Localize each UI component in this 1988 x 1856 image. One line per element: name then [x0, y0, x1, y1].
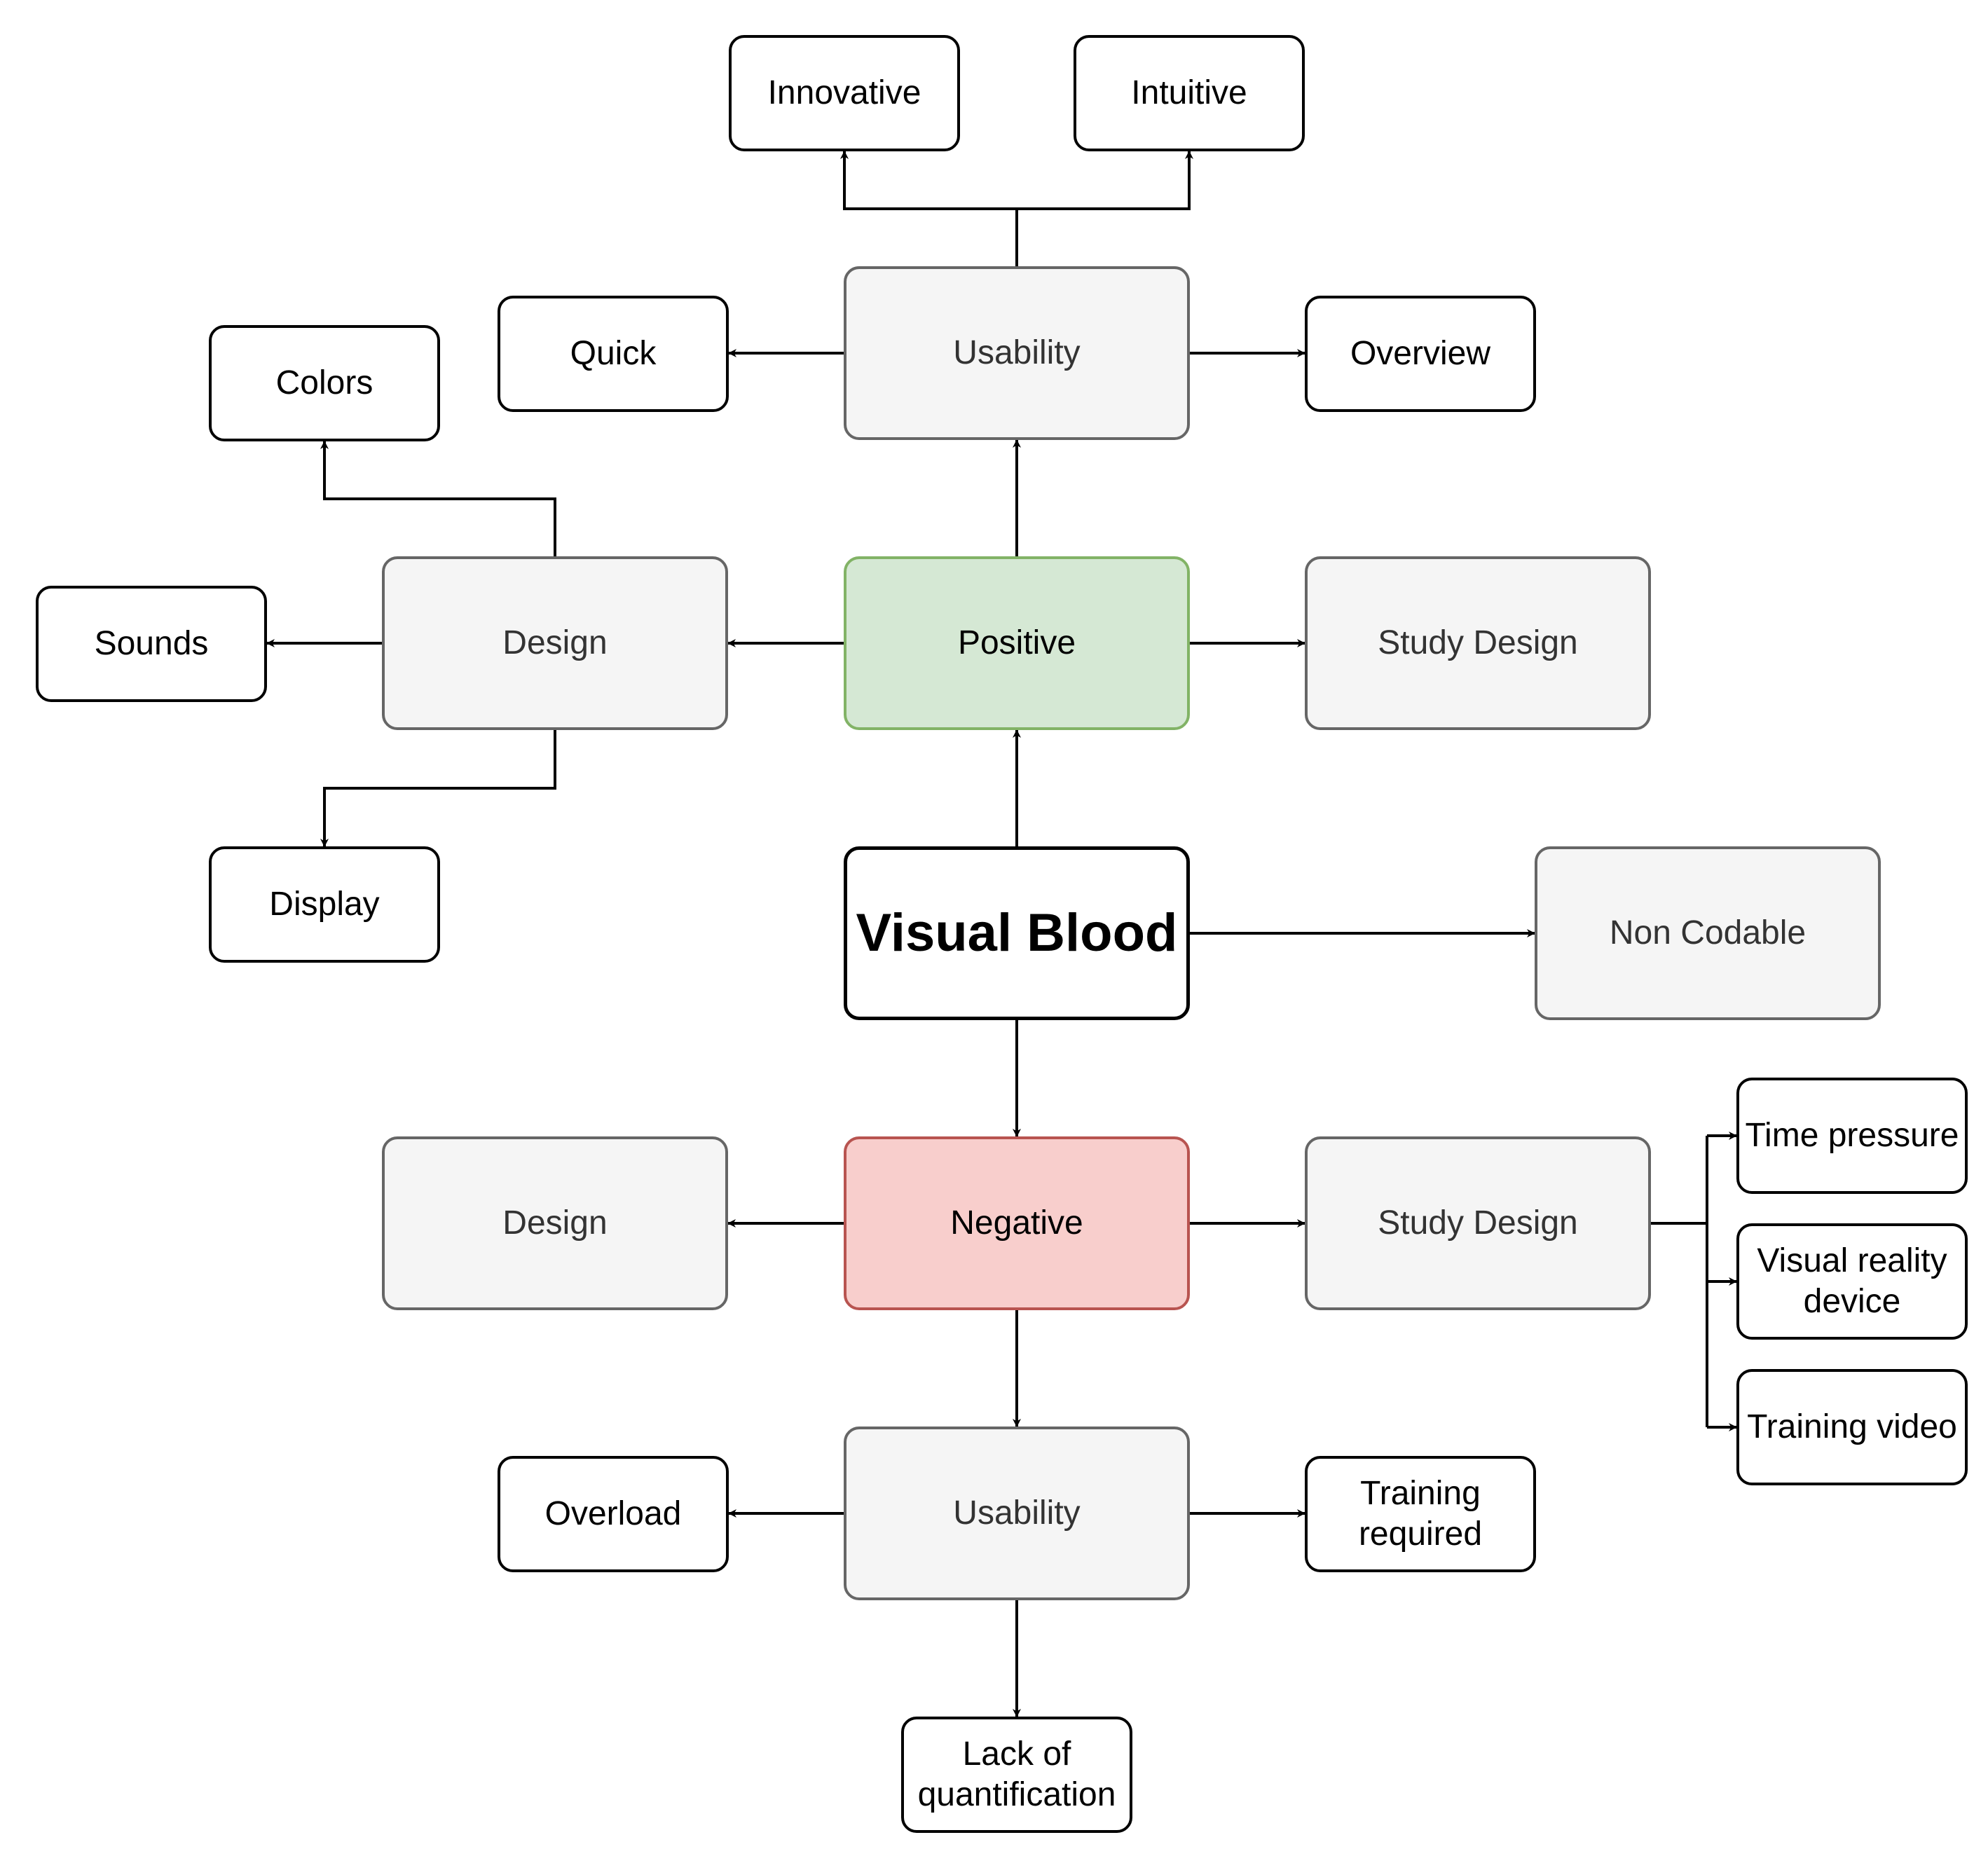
node-negative[interactable]: Negative — [844, 1136, 1190, 1310]
node-innovative[interactable]: Innovative — [729, 35, 960, 151]
edge-design-to-colors — [320, 441, 556, 556]
node-training-video[interactable]: Training video — [1736, 1369, 1968, 1485]
node-usability-negative[interactable]: Usability — [844, 1427, 1190, 1600]
node-overview[interactable]: Overview — [1305, 296, 1536, 412]
node-study-design-negative[interactable]: Study Design — [1305, 1136, 1651, 1310]
node-lack-of-quantification[interactable]: Lack of quantification — [901, 1717, 1132, 1833]
edge-usability-to-intuitive — [1017, 151, 1193, 210]
node-time-pressure[interactable]: Time pressure — [1736, 1078, 1968, 1194]
node-overload[interactable]: Overload — [498, 1456, 729, 1572]
node-positive[interactable]: Positive — [844, 556, 1190, 730]
node-quick[interactable]: Quick — [498, 296, 729, 412]
node-visual-reality-device[interactable]: Visual reality device — [1736, 1223, 1968, 1340]
edge-study-design-trunk — [1651, 1136, 1708, 1427]
node-study-design-positive[interactable]: Study Design — [1305, 556, 1651, 730]
node-sounds[interactable]: Sounds — [36, 586, 267, 702]
node-visual-blood[interactable]: Visual Blood — [844, 846, 1190, 1020]
node-display[interactable]: Display — [209, 846, 440, 963]
node-design-positive[interactable]: Design — [382, 556, 728, 730]
node-colors[interactable]: Colors — [209, 325, 440, 441]
node-training-required[interactable]: Training required — [1305, 1456, 1536, 1572]
node-intuitive[interactable]: Intuitive — [1074, 35, 1305, 151]
edge-usability-to-innovative — [840, 151, 1018, 266]
node-usability-positive[interactable]: Usability — [844, 266, 1190, 440]
edge-design-to-display — [320, 730, 556, 847]
node-non-codable[interactable]: Non Codable — [1535, 846, 1881, 1020]
node-design-negative[interactable]: Design — [382, 1136, 728, 1310]
